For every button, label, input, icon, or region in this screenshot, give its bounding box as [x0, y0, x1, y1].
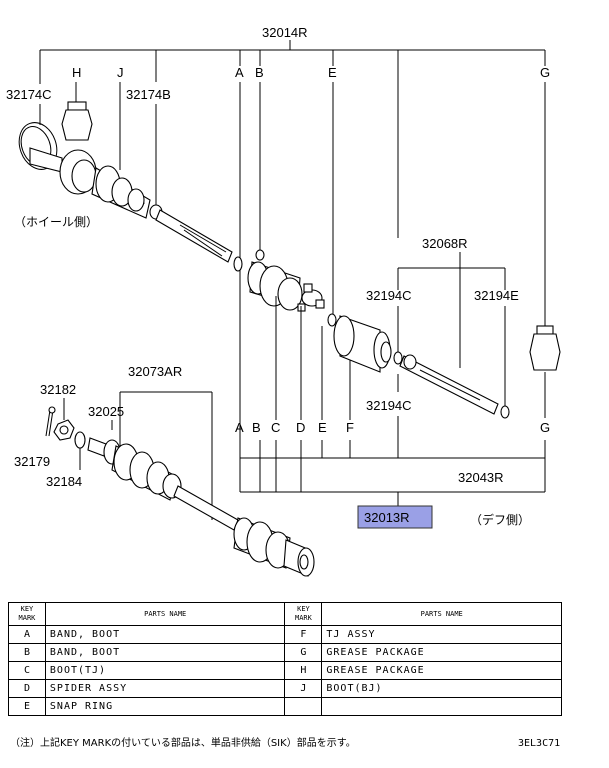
label-32013R[interactable]: 32013R [364, 510, 410, 525]
cotter-pin-icon[interactable] [45, 406, 56, 437]
name-cell: TJ ASSY [321, 625, 562, 644]
grease-package-H-icon[interactable] [61, 101, 93, 141]
key-letter-G-top: G [540, 65, 550, 80]
tj-boot-icon[interactable] [247, 249, 303, 311]
name-cell: SPIDER ASSY [44, 679, 286, 698]
key-cell: B [8, 643, 46, 662]
diagram-canvas: 32014R H J A B E G 32174C 32174B [6, 25, 561, 577]
tj-housing-icon[interactable] [333, 315, 392, 373]
washer-icon[interactable] [74, 431, 86, 449]
key-letter-A-bottom: A [235, 420, 244, 435]
key-cell: G [284, 643, 323, 662]
header-key-mark: KEY MARK [8, 602, 46, 626]
label-32182[interactable]: 32182 [40, 382, 76, 397]
key-letter-J: J [117, 65, 124, 80]
label-32043R[interactable]: 32043R [458, 470, 504, 485]
key-letter-G-bottom: G [540, 420, 550, 435]
key-cell: J [284, 679, 323, 698]
table-row: E SNAP RING [8, 697, 562, 716]
label-32194C-upper[interactable]: 32194C [366, 288, 412, 303]
key-letter-H: H [72, 65, 81, 80]
label-32194E[interactable]: 32194E [474, 288, 519, 303]
key-letter-E-bottom: E [318, 420, 327, 435]
name-cell: GREASE PACKAGE [321, 643, 562, 662]
key-letter-D-bottom: D [296, 420, 305, 435]
header-parts-name-2: PARTS NAME [321, 602, 562, 626]
label-diff-side: （デフ側） [470, 512, 530, 527]
lower-driveshaft-assembly-icon[interactable] [87, 437, 315, 577]
label-32073AR[interactable]: 32073AR [128, 364, 182, 379]
grease-package-G-icon[interactable] [529, 325, 561, 371]
name-cell: BAND, BOOT [44, 643, 286, 662]
table-row: B BAND, BOOT G GREASE PACKAGE [8, 643, 562, 662]
label-32184[interactable]: 32184 [46, 474, 82, 489]
label-32025[interactable]: 32025 [88, 404, 124, 419]
label-32174B[interactable]: 32174B [126, 87, 171, 102]
key-cell: D [8, 679, 46, 698]
name-cell: BOOT(BJ) [321, 679, 562, 698]
name-cell: BOOT(TJ) [44, 661, 286, 680]
footnote: （注）上記KEY MARKの付いている部品は、単品非供給（SIK）部品を示す。 [10, 738, 356, 749]
parts-key-table: KEY MARK PARTS NAME KEY MARK PARTS NAME … [8, 602, 562, 716]
key-letter-F-bottom: F [346, 420, 354, 435]
key-letter-B-bottom: B [252, 420, 261, 435]
key-letter-C-bottom: C [271, 420, 280, 435]
key-cell: E [8, 697, 46, 716]
label-32068R[interactable]: 32068R [422, 236, 468, 251]
key-cell: F [284, 625, 323, 644]
key-letter-A-top: A [235, 65, 244, 80]
name-cell: GREASE PACKAGE [321, 661, 562, 680]
highlight-32013R[interactable] [357, 505, 433, 529]
header-parts-name: PARTS NAME [44, 602, 286, 626]
table-header-row: KEY MARK PARTS NAME KEY MARK PARTS NAME [8, 602, 562, 626]
header-key-mark-2: KEY MARK [284, 602, 323, 626]
label-32179[interactable]: 32179 [14, 454, 50, 469]
label-32194C-lower[interactable]: 32194C [366, 398, 412, 413]
name-cell: BAND, BOOT [44, 625, 286, 644]
label-wheel-side: （ホイール側） [14, 215, 98, 229]
upper-shaft-icon[interactable] [155, 209, 243, 272]
key-letter-B-top: B [255, 65, 264, 80]
name-cell: SNAP RING [44, 697, 286, 716]
name-cell [321, 697, 562, 716]
outer-joint-assembly-icon[interactable] [29, 147, 163, 220]
diagram-code: 3EL3C71 [518, 738, 561, 749]
label-32014R[interactable]: 32014R [262, 25, 308, 40]
snap-ring-E-icon[interactable] [327, 313, 337, 327]
inner-shaft-icon[interactable] [393, 351, 510, 419]
key-cell: H [284, 661, 323, 680]
label-32174C[interactable]: 32174C [6, 87, 52, 102]
spider-assy-icon[interactable] [297, 283, 325, 312]
table-row: C BOOT(TJ) H GREASE PACKAGE [8, 661, 562, 680]
key-cell: A [8, 625, 46, 644]
key-cell [284, 697, 323, 716]
nut-icon[interactable] [53, 419, 75, 441]
table-row: D SPIDER ASSY J BOOT(BJ) [8, 679, 562, 698]
key-letter-E-top: E [328, 65, 337, 80]
table-row: A BAND, BOOT F TJ ASSY [8, 625, 562, 644]
key-cell: C [8, 661, 46, 680]
